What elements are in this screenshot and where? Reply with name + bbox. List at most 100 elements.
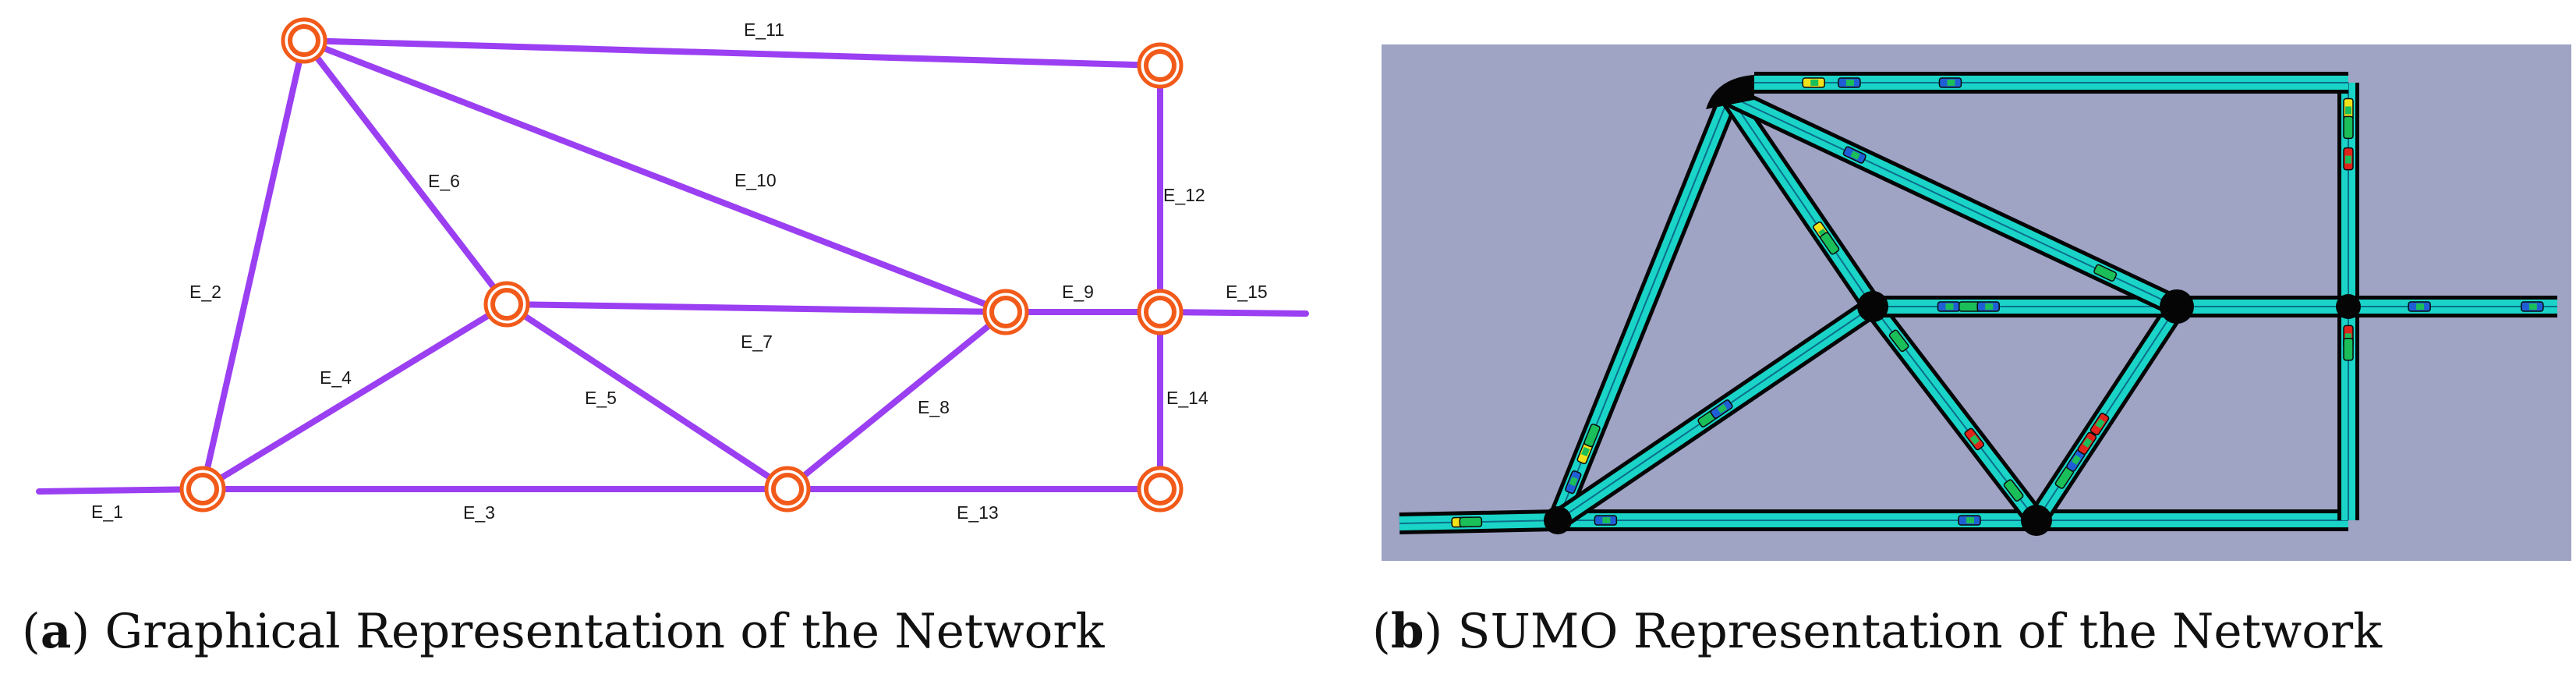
sumo-vehicle: [2343, 338, 2354, 361]
graph-edge-e-2: [200, 37, 307, 492]
graph-edge-e-4: [200, 301, 510, 492]
vehicle-cabin: [1969, 434, 1980, 445]
vehicle-cabin: [2071, 455, 2082, 465]
node-ring-inner: [1144, 296, 1177, 328]
caption-a: (a) Graphical Representation of the Netw…: [22, 604, 1105, 659]
sumo-vehicle: [1459, 516, 1483, 528]
vehicle-cabin: [2416, 303, 2425, 310]
graph-panel: E_1E_2E_3E_4E_5E_6E_7E_8E_9E_10E_11E_12E…: [36, 17, 1309, 523]
sumo-vehicle: [1820, 232, 1840, 255]
vehicle-cabin: [2345, 155, 2351, 164]
sumo-junction: [2160, 289, 2194, 324]
edge-label-e-13: E_13: [957, 502, 999, 523]
sumo-vehicle: [1964, 427, 1985, 451]
sumo-junction: [1544, 506, 1572, 534]
sumo-vehicle: [2343, 115, 2354, 140]
edge-label-e-8: E_8: [918, 397, 950, 417]
graph-edge-e-8: [784, 309, 1009, 492]
graph-edge-e-7: [504, 301, 1009, 315]
sumo-road: [1720, 90, 1882, 313]
graph-edge-e-11: [301, 37, 1163, 69]
sumo-vehicle: [1842, 146, 1867, 164]
sumo-vehicle: [1958, 515, 1981, 526]
vehicle-cabin: [2345, 124, 2351, 133]
vehicle-cabin: [1945, 303, 1954, 310]
road-divider: [1729, 95, 1874, 307]
sumo-vehicle: [1976, 301, 2000, 312]
sumo-vehicle: [2408, 301, 2431, 312]
vehicle-cabin: [1580, 446, 1591, 457]
sumo-vehicle: [1594, 515, 1618, 526]
vehicle-cabin: [1717, 403, 1728, 414]
sumo-vehicle: [2343, 147, 2354, 171]
sumo-vehicle: [2003, 479, 2024, 502]
graph-node: [982, 289, 1029, 335]
graph-node: [1137, 289, 1184, 335]
vehicle-cabin: [1985, 303, 1994, 310]
sumo-roads: [1399, 72, 2557, 534]
edge-label-e-4: E_4: [320, 367, 352, 388]
sumo-junction: [1857, 291, 1888, 322]
sumo-junction: [2336, 294, 2361, 319]
graph-node: [1137, 42, 1184, 89]
sumo-vehicle: [1938, 77, 1962, 88]
sumo-vehicle: [1710, 399, 1733, 419]
sumo-vehicle: [2521, 301, 2544, 312]
caption-b-text: SUMO Representation of the Network: [1442, 604, 2383, 659]
edge-label-e-10: E_10: [734, 170, 777, 190]
sumo-vehicle: [2077, 431, 2097, 455]
sumo-vehicles: [1451, 77, 2544, 528]
vehicle-cabin: [2095, 418, 2105, 429]
sumo-vehicle: [2089, 413, 2110, 436]
node-ring-inner: [1144, 49, 1177, 82]
node-ring-inner: [186, 473, 219, 505]
node-ring-inner: [490, 288, 523, 321]
node-ring-inner: [288, 24, 320, 57]
vehicle-cabin: [1587, 430, 1597, 440]
vehicle-cabin: [2528, 303, 2537, 310]
caption-b-letter: b: [1391, 604, 1424, 659]
vehicle-cabin: [2345, 346, 2351, 354]
graph-node: [281, 17, 327, 64]
graph-edge-e-5: [504, 301, 791, 492]
edge-label-e-7: E_7: [741, 332, 773, 352]
vehicle-cabin: [2008, 486, 2019, 496]
edge-label-e-15: E_15: [1226, 282, 1268, 302]
graph-node: [1137, 466, 1184, 513]
vehicle-cabin: [1825, 239, 1835, 250]
sumo-junction-top-left: [1706, 75, 1754, 109]
vehicle-cabin: [2082, 438, 2093, 448]
node-ring-inner: [771, 473, 804, 505]
vehicle-cabin: [1894, 336, 1905, 347]
vehicle-cabin: [2100, 268, 2111, 278]
vehicle-cabin: [1602, 517, 1611, 523]
graph-node: [764, 466, 811, 513]
vehicle-cabin: [1810, 80, 1819, 86]
graph-node: [179, 466, 226, 513]
sumo-vehicle: [2093, 264, 2118, 282]
vehicle-cabin: [1467, 519, 1476, 526]
graph-edge-e-10: [301, 37, 1009, 315]
sumo-junction: [2021, 505, 2052, 536]
graph-node: [483, 281, 530, 328]
edge-label-e-11: E_11: [744, 20, 784, 40]
vehicle-cabin: [1845, 80, 1854, 86]
graph-edges: [36, 37, 1309, 495]
vehicle-cabin: [1966, 303, 1975, 310]
vehicle-cabin: [2345, 106, 2351, 115]
vehicle-cabin: [1850, 151, 1860, 160]
node-ring-inner: [1144, 473, 1177, 505]
vehicle-cabin: [1966, 517, 1975, 523]
caption-a-text: Graphical Representation of the Network: [90, 604, 1105, 659]
vehicle-cabin: [2060, 471, 2070, 482]
edge-label-e-2: E_2: [189, 282, 221, 302]
sumo-vehicle: [1576, 440, 1594, 465]
node-ring-inner: [989, 296, 1022, 328]
graph-nodes: [179, 17, 1184, 513]
edge-label-e-12: E_12: [1163, 185, 1205, 205]
caption-a-letter: a: [41, 604, 72, 659]
graph-edge-e-1: [36, 486, 206, 495]
sumo-vehicle: [1583, 424, 1601, 448]
edge-label-e-3: E_3: [463, 502, 495, 523]
